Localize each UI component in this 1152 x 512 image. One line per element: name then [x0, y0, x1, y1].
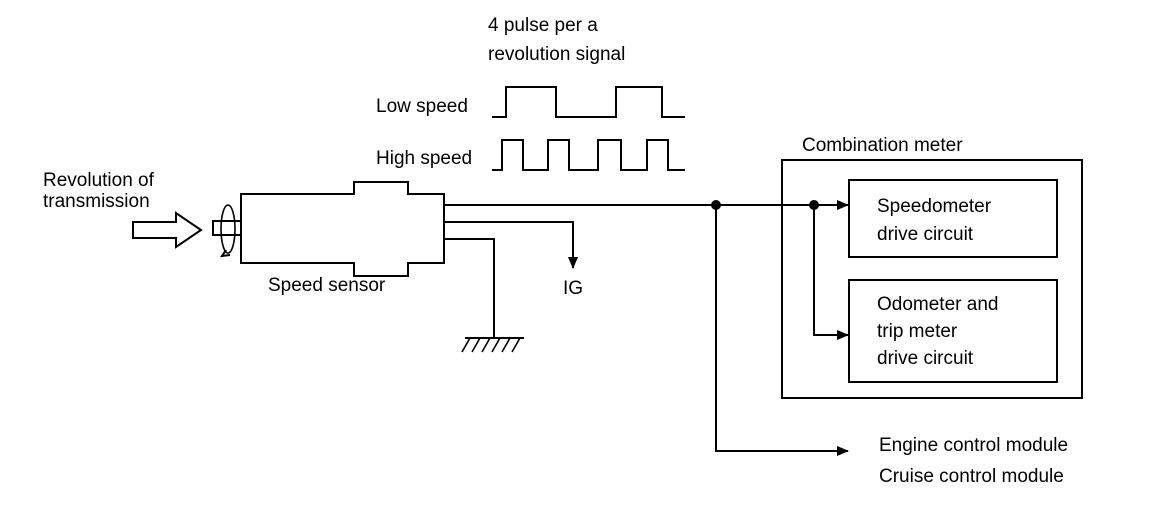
odometer-arrow: [813, 205, 849, 340]
speedometer-label-line1: Speedometer: [877, 196, 992, 217]
revolution-label-line2: transmission: [43, 191, 150, 212]
speed-sensor-label: Speed sensor: [268, 275, 386, 296]
rotation-arrow-icon: [219, 249, 231, 258]
module-output-arrow: [715, 205, 849, 456]
combination-meter-box: [781, 159, 1083, 399]
speedometer-label-line2: drive circuit: [877, 224, 974, 245]
low-speed-label: Low speed: [376, 96, 468, 117]
signal-caption-line2: revolution signal: [488, 44, 625, 65]
speed-sensor-body: [240, 181, 445, 277]
low-speed-pulse-waveform: [492, 86, 685, 118]
ig-wire: [444, 221, 578, 269]
ig-label: IG: [563, 278, 583, 299]
odometer-label-line3: drive circuit: [877, 348, 974, 369]
revolution-label-line1: Revolution of: [43, 170, 155, 191]
odometer-label-line2: trip meter: [877, 321, 958, 342]
rotation-indicator: [220, 204, 236, 254]
odometer-label-line1: Odometer and: [877, 294, 998, 315]
high-speed-label: High speed: [376, 148, 472, 169]
signal-caption-line1: 4 pulse per a: [488, 15, 598, 36]
odometer-circuit-box: [848, 279, 1058, 383]
input-arrow: [132, 211, 203, 249]
speedometer-circuit-box: [848, 179, 1058, 258]
ground-symbol-icon: [461, 337, 524, 353]
engine-control-module-label: Engine control module: [879, 435, 1068, 456]
sensor-shaft: [212, 220, 242, 236]
high-speed-pulse-waveform: [492, 139, 685, 171]
ground-wire: [444, 238, 495, 338]
combination-meter-title: Combination meter: [802, 135, 963, 156]
cruise-control-module-label: Cruise control module: [879, 466, 1064, 487]
